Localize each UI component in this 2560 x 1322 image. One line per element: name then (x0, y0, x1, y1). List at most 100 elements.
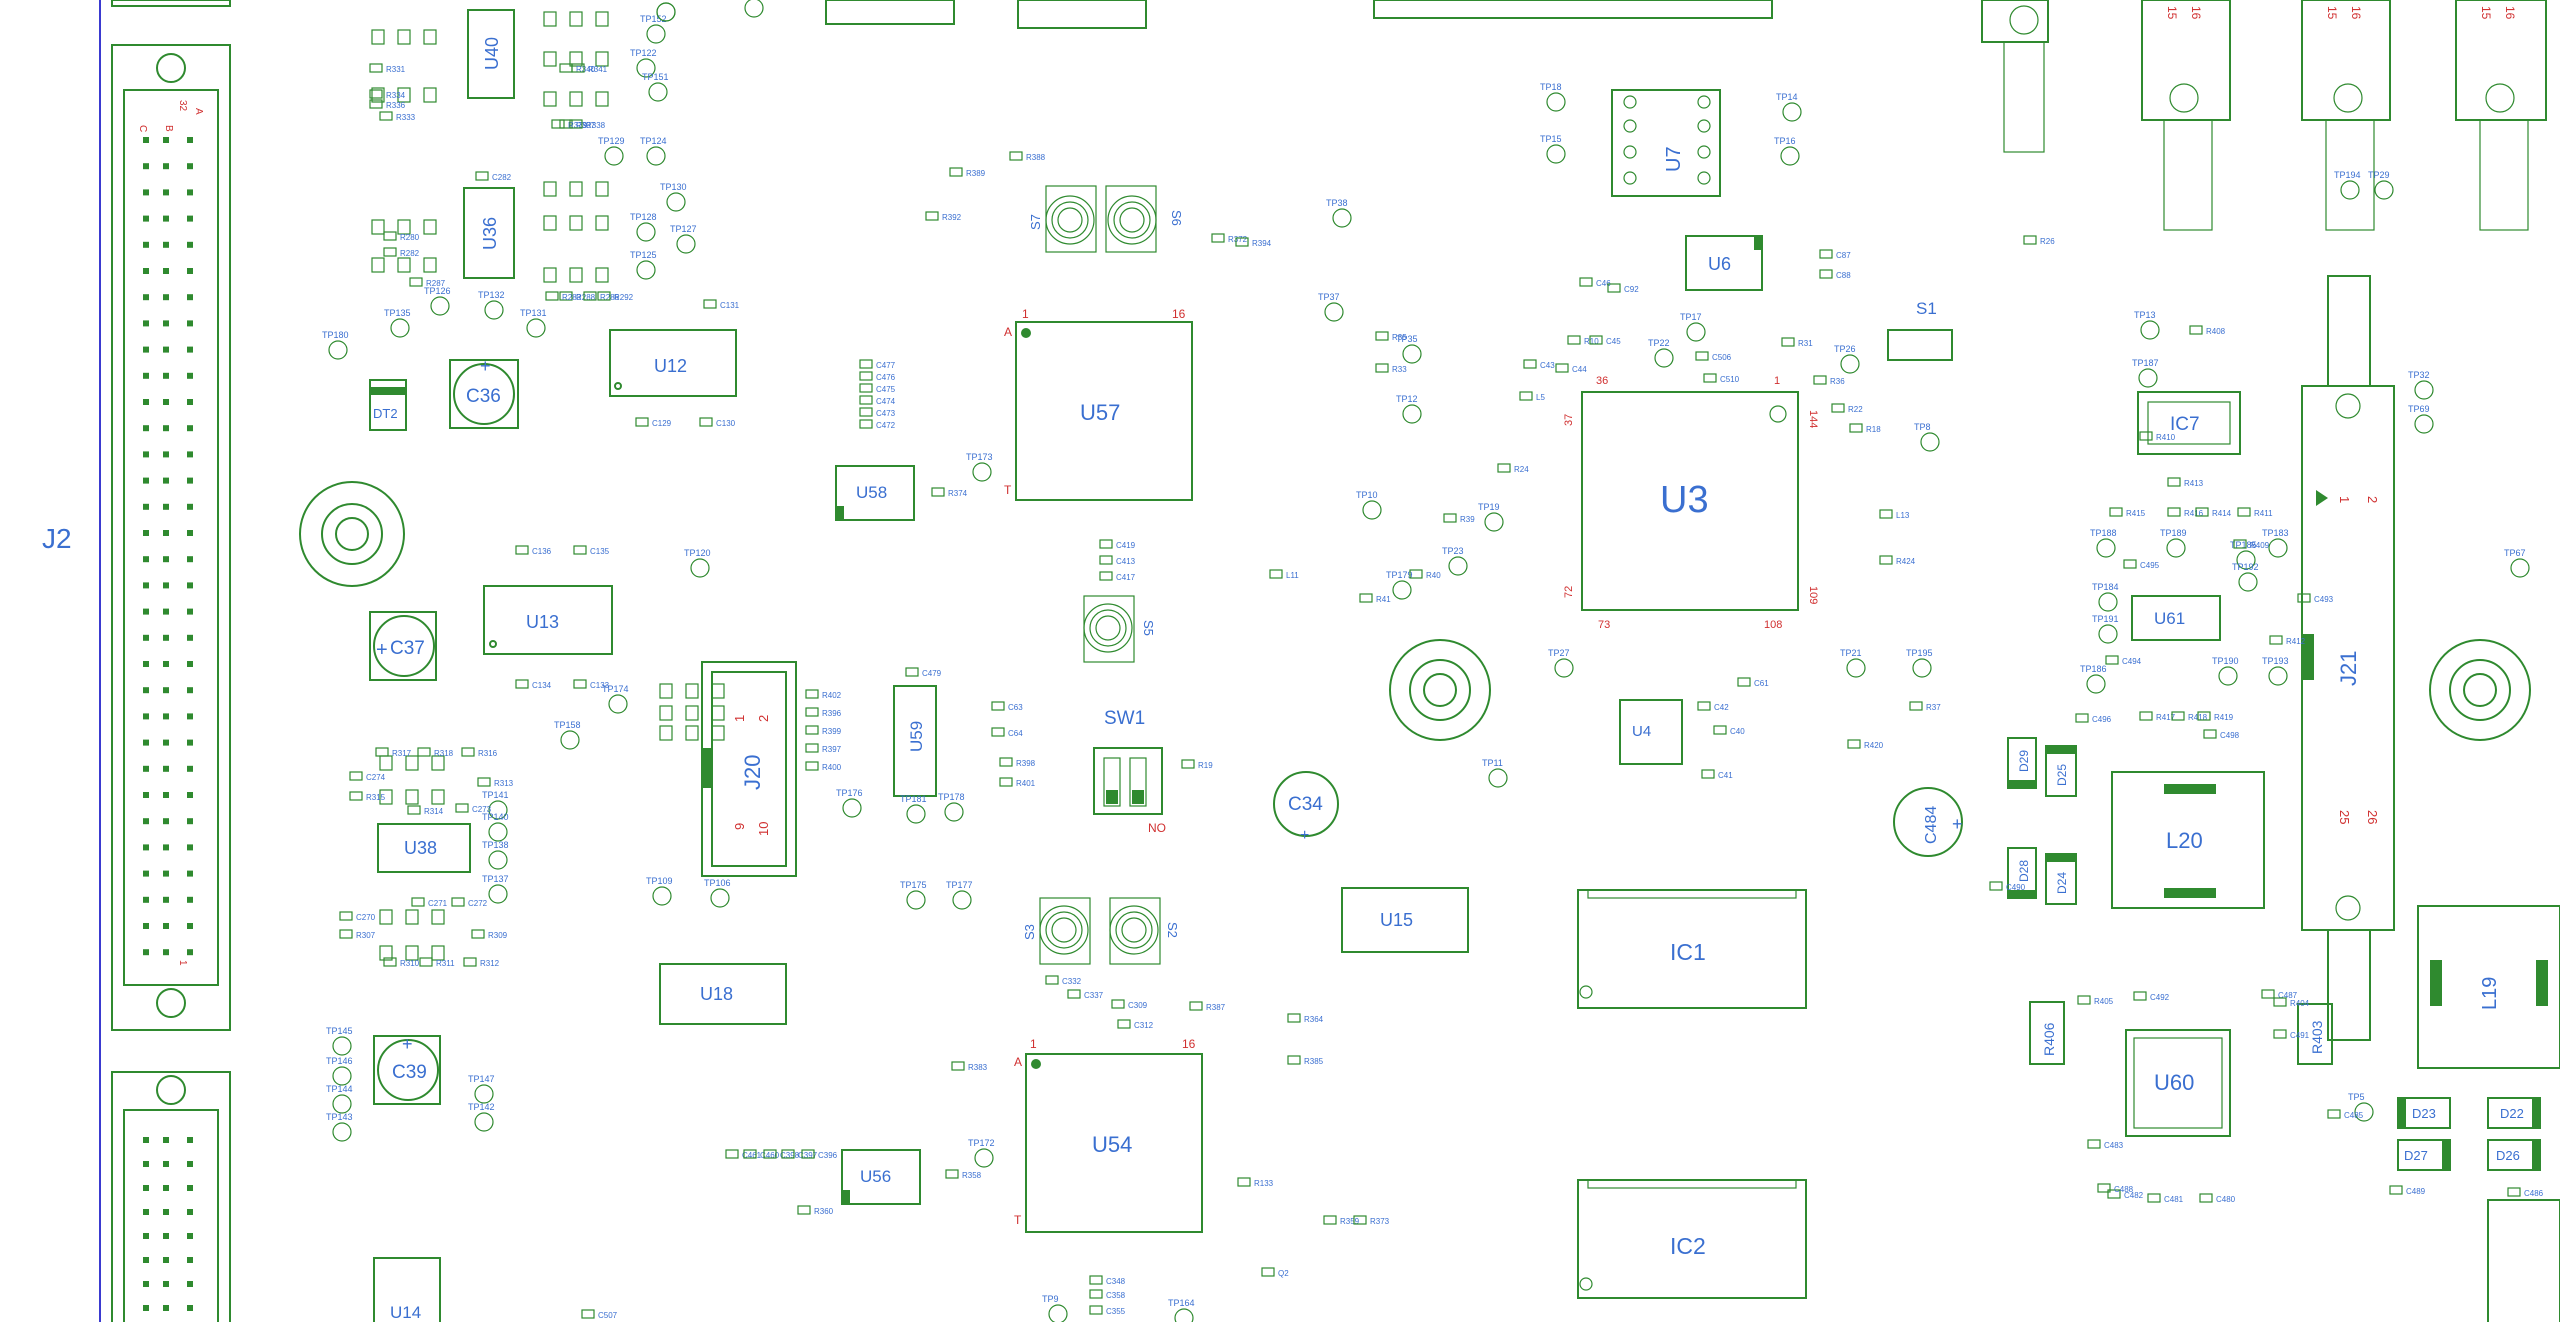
test-point-label: TP144 (326, 1084, 353, 1094)
smd-part-c312 (1117, 1019, 1131, 1029)
j2-pin-pad (163, 1281, 169, 1287)
smd-part-label: R374 (948, 489, 968, 498)
test-point-tp164 (1174, 1308, 1194, 1322)
test-point-label: TP10 (1356, 490, 1378, 500)
smd-part-c348 (1089, 1275, 1103, 1285)
svg-text:S5: S5 (1141, 620, 1156, 636)
j2-pin-pad (143, 477, 149, 484)
test-point-label: TP106 (704, 878, 731, 888)
test-point-tp195 (1912, 658, 1932, 678)
test-point-tp109 (652, 886, 672, 906)
smd-part-c496 (2075, 713, 2089, 723)
smd-pad (423, 29, 437, 45)
smd-part-l13 (1879, 509, 1893, 519)
smd-part-label: C271 (428, 899, 448, 908)
smd-part-c472 (859, 419, 873, 429)
smd-part-label: R397 (822, 745, 842, 754)
ic-u58: U58 (835, 465, 915, 521)
svg-text:36: 36 (1596, 375, 1608, 387)
smd-pad (371, 219, 385, 235)
test-point-tp27 (1554, 658, 1574, 678)
smd-part-label: R359 (1340, 1217, 1360, 1226)
smd-part-c477 (859, 359, 873, 369)
test-point-tp185 (2236, 550, 2256, 570)
test-point-tp37 (1324, 302, 1344, 322)
smd-part-c129 (635, 417, 649, 427)
test-point-tp10 (1362, 500, 1382, 520)
smd-part-label: C61 (1754, 679, 1769, 688)
smd-part-c461 (725, 1149, 739, 1159)
smd-part-label: R331 (386, 65, 406, 74)
j2-pin-pad (163, 1161, 169, 1167)
smd-part-r331 (369, 63, 383, 73)
j2-pin-pad (187, 320, 193, 327)
smd-pad (685, 725, 699, 741)
j2-pin-pad (163, 661, 169, 667)
smd-pad (405, 789, 419, 805)
j2-pin-pad (187, 1137, 193, 1143)
smd-part-r404 (2273, 997, 2287, 1007)
test-point-tp11 (1488, 768, 1508, 788)
smd-part-c63 (991, 701, 1005, 711)
smd-part-c282 (475, 171, 489, 181)
j2-pin-pad (187, 372, 193, 379)
smd-part-label: R282 (400, 249, 420, 258)
test-point-tp126 (430, 296, 450, 316)
svg-text:U36: U36 (480, 217, 500, 250)
smd-pad (379, 909, 393, 925)
smd-pad (431, 945, 445, 961)
svg-text:+: + (402, 1034, 413, 1054)
test-point-label: TP32 (2408, 370, 2430, 380)
j2-pin-pad (163, 294, 169, 301)
smd-part-c486 (2507, 1187, 2521, 1197)
j2-pin-32: 32 (177, 100, 188, 112)
smd-part-label: C482 (2124, 1191, 2144, 1200)
smd-part-r288 (559, 291, 573, 301)
smd-part-label: C498 (2220, 731, 2240, 740)
smd-part-label: R19 (1198, 761, 1213, 770)
svg-text:D29: D29 (2017, 750, 2031, 772)
test-point-label: TP23 (1442, 546, 1464, 556)
smd-part-label: C460 (760, 1151, 780, 1160)
test-point-label: TP27 (1548, 648, 1570, 658)
smd-part-label: C282 (492, 173, 512, 182)
j2-pin-pad (187, 425, 193, 432)
svg-text:26: 26 (2365, 810, 2380, 824)
j2-pin-pad (163, 320, 169, 327)
ic-u38: U38 (377, 823, 471, 873)
test-point-label: TP37 (1318, 292, 1340, 302)
svg-text:C34: C34 (1288, 794, 1323, 815)
test-point-label: TP143 (326, 1112, 353, 1122)
smd-part-r280 (383, 231, 397, 241)
smd-part-label: C473 (876, 409, 896, 418)
test-point-label: TP69 (2408, 404, 2430, 414)
smd-part-r316 (461, 747, 475, 757)
j2-pin-pad (143, 661, 149, 667)
svg-text:U57: U57 (1080, 400, 1120, 425)
test-point-tp132 (484, 300, 504, 320)
svg-text:U61: U61 (2154, 609, 2185, 628)
smd-part-c473 (859, 407, 873, 417)
smd-part-r314 (407, 805, 421, 815)
diode-d29: D29 (2007, 737, 2037, 789)
test-point-tp145 (332, 1036, 352, 1056)
smd-part-c489 (2389, 1185, 2403, 1195)
test-point-label: TP125 (630, 250, 657, 260)
smd-part-label: C92 (1624, 285, 1639, 294)
j2-pin-pad (163, 1209, 169, 1215)
smd-part-label: R338 (586, 121, 606, 130)
connector-j21: J21 1 2 25 26 (2301, 275, 2395, 1041)
smd-part-label: R389 (966, 169, 986, 178)
smd-part-r312 (463, 957, 477, 967)
svg-text:U7: U7 (1663, 146, 1685, 172)
smd-part-label: R35 (1392, 333, 1407, 342)
smd-part-c480 (2199, 1193, 2213, 1203)
smd-part-r359 (1323, 1215, 1337, 1225)
ic-u40: U40 (467, 9, 515, 99)
ic-u15: U15 (1341, 887, 1469, 953)
j2-pin-pad (143, 1233, 149, 1239)
smd-part-label: R288 (576, 293, 596, 302)
smd-part-c64 (991, 727, 1005, 737)
smd-part-label: C272 (468, 899, 488, 908)
j2-pin-pad (143, 870, 149, 877)
